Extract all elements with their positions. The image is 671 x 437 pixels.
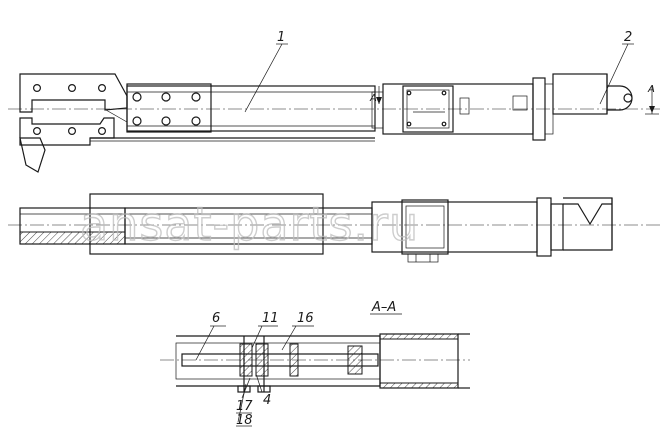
callout-4-label: 4: [263, 393, 271, 408]
side-view: [8, 193, 660, 263]
watermark: ansat-parts.ru: [80, 197, 419, 251]
section-title: A–A: [371, 300, 396, 315]
section-marker-left-label: A: [369, 93, 377, 104]
callout-17: 17: [236, 377, 253, 414]
main-tube: [90, 85, 376, 142]
callout-18-label: 18: [236, 413, 253, 428]
section-a-a: A–A: [160, 300, 470, 393]
section-marker-left: A: [369, 86, 382, 104]
section-marker-right: A: [645, 84, 659, 115]
section-marker-right-label: A: [647, 84, 655, 95]
callout-2: 2: [599, 30, 634, 105]
callout-16-label: 16: [297, 311, 314, 326]
callout-11-label: 11: [262, 311, 279, 326]
callout-17-label: 17: [236, 399, 253, 414]
callout-1: 1: [244, 30, 288, 113]
callout-2-label: 2: [624, 30, 632, 45]
end-fitting: [552, 73, 633, 115]
clamp-plate: [126, 83, 212, 133]
callout-16: 16: [281, 311, 314, 351]
callout-6: 6: [195, 311, 226, 361]
callout-11: 11: [251, 311, 279, 349]
top-view: [8, 73, 660, 173]
callout-18: 18: [236, 383, 253, 428]
callout-6-label: 6: [212, 311, 220, 326]
left-bracket-plate: [19, 73, 128, 173]
callout-1-label: 1: [277, 30, 285, 45]
callout-4: 4: [255, 373, 271, 408]
